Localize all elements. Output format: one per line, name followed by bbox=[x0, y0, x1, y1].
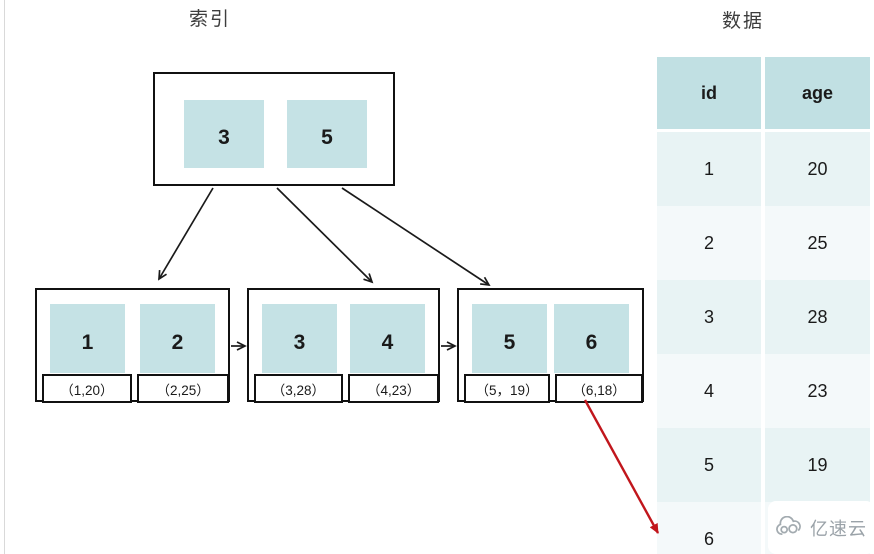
btree-root-node: 3 5 bbox=[153, 72, 395, 186]
data-title: 数据 bbox=[722, 11, 765, 32]
leaf-key-cell: 5 bbox=[472, 304, 547, 373]
leaf-key-row: 5 6 bbox=[459, 290, 642, 373]
index-title: 索引 bbox=[189, 9, 232, 30]
leaf-key-cell: 3 bbox=[262, 304, 337, 373]
table-body: 1 20 2 25 3 28 4 23 5 19 6 bbox=[657, 132, 870, 554]
table-cell: 3 bbox=[657, 280, 761, 354]
record-box: （5，19） bbox=[464, 374, 550, 403]
table-cell: 20 bbox=[765, 132, 870, 206]
watermark: 亿速云 bbox=[768, 501, 874, 554]
table-header-row: id age bbox=[657, 57, 870, 129]
table-cell: 19 bbox=[765, 428, 870, 502]
table-cell: 25 bbox=[765, 206, 870, 280]
record-box: （3,28） bbox=[254, 374, 343, 403]
record-box: （2,25） bbox=[137, 374, 229, 403]
root-key-cell: 3 bbox=[184, 100, 264, 168]
table-cell: 23 bbox=[765, 354, 870, 428]
table-cell: 4 bbox=[657, 354, 761, 428]
left-border-line bbox=[4, 0, 5, 554]
record-box: （4,23） bbox=[348, 374, 439, 403]
table-cell: 6 bbox=[657, 502, 761, 554]
leaf-key-row: 1 2 bbox=[37, 290, 228, 373]
table-cell: 2 bbox=[657, 206, 761, 280]
column-header-age: age bbox=[765, 57, 870, 129]
btree-leaf-node-3: 5 6 （5，19） （6,18） bbox=[457, 288, 644, 403]
watermark-text: 亿速云 bbox=[810, 518, 867, 539]
table-cell: 1 bbox=[657, 132, 761, 206]
leaf-key-cell: 1 bbox=[50, 304, 125, 373]
data-table: id age 1 20 2 25 3 28 4 23 5 19 6 bbox=[657, 57, 870, 554]
arrow-root-to-leaf1 bbox=[158, 187, 214, 281]
leaf-key-cell: 4 bbox=[350, 304, 425, 373]
leaf-key-row: 3 4 bbox=[249, 290, 438, 373]
record-box: （6,18） bbox=[555, 374, 643, 403]
leaf-key-cell: 2 bbox=[140, 304, 215, 373]
btree-leaf-node-1: 1 2 （1,20） （2,25） bbox=[35, 288, 230, 403]
table-cell: 5 bbox=[657, 428, 761, 502]
column-header-id: id bbox=[657, 57, 761, 129]
arrow-record-to-table-row6 bbox=[583, 399, 660, 534]
arrow-root-to-leaf3 bbox=[341, 187, 491, 287]
root-key-cell: 5 bbox=[287, 100, 367, 168]
table-cell: 28 bbox=[765, 280, 870, 354]
arrow-root-to-leaf2 bbox=[276, 187, 374, 284]
leaf-key-cell: 6 bbox=[554, 304, 629, 373]
yisu-cloud-logo-icon bbox=[776, 516, 801, 536]
btree-leaf-node-2: 3 4 （3,28） （4,23） bbox=[247, 288, 440, 403]
record-box: （1,20） bbox=[42, 374, 132, 403]
